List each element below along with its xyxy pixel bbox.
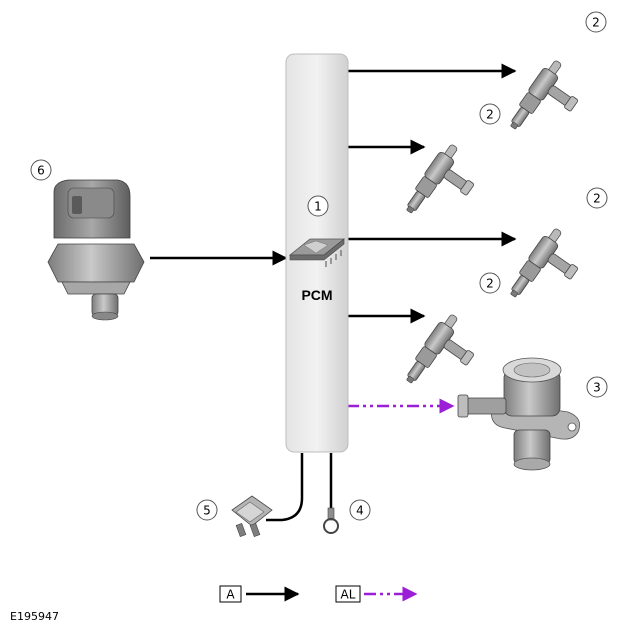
callout-injector-2: 2 (486, 108, 494, 122)
callout-pump: 3 (593, 381, 601, 395)
callout-injector-3: 2 (593, 192, 601, 206)
fuse-icon (231, 495, 273, 538)
fuel-injector-4: 2 (401, 272, 501, 404)
fuel-injector-1: 2 (505, 11, 607, 150)
pcm-chip-icon (288, 238, 346, 267)
fuel-injector-icon (401, 310, 487, 404)
callout-injector-1: 2 (592, 16, 600, 30)
callout-pcm-number: 1 (314, 200, 322, 214)
fuel-injector-icon (505, 56, 591, 150)
fuel-injector-3: 2 (505, 187, 608, 318)
high-pressure-pump: 3 (457, 357, 608, 471)
pcm-module: PCM 1 (285, 53, 349, 453)
wire-pcm-fuse (266, 453, 304, 522)
fuel-injector-2: 2 (401, 103, 501, 234)
legend-item-a: A (219, 585, 300, 603)
callout-ground: 4 (356, 504, 364, 518)
ground-terminal: 4 (323, 499, 371, 534)
fuse: 5 (196, 495, 273, 538)
signal-wires (150, 63, 517, 522)
legend-key-a: A (226, 588, 235, 602)
pcm-label: PCM (301, 287, 332, 303)
pressure-sensor-icon (47, 179, 145, 321)
callout-pcm: 1 (307, 195, 329, 217)
fuel-injector-icon (401, 140, 487, 234)
callout-sensor: 6 (37, 164, 45, 178)
callout-injector-4: 2 (486, 277, 494, 291)
legend: A AL (219, 585, 418, 603)
ground-ring-terminal-icon (323, 507, 339, 534)
figure-reference: E195947 (10, 610, 59, 623)
callout-fuse: 5 (203, 504, 211, 518)
fuel-pump-icon (457, 357, 581, 471)
legend-item-al: AL (335, 585, 418, 603)
legend-key-al: AL (341, 588, 356, 602)
pressure-sensor: 6 (30, 159, 145, 321)
fuel-injector-icon (505, 224, 591, 318)
